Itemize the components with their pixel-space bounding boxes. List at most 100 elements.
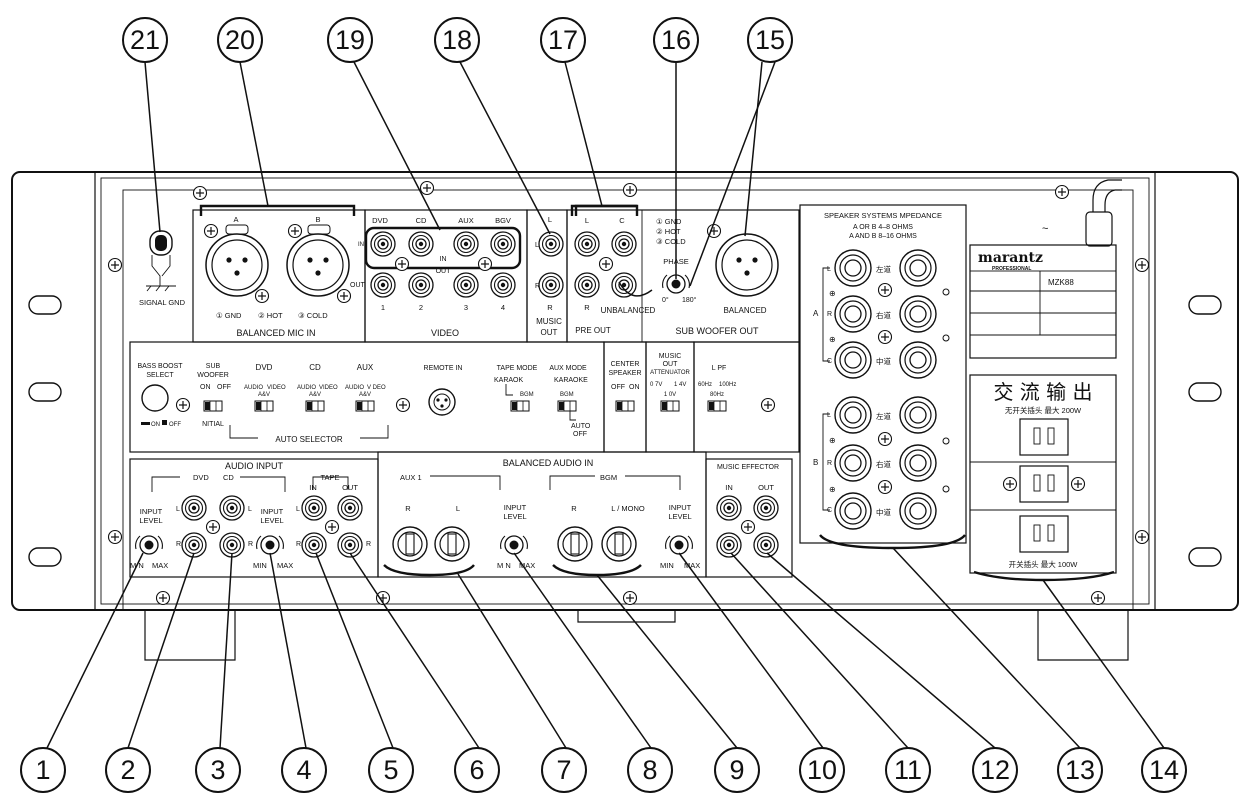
auto-cd-video-label: VIDEO <box>319 385 338 391</box>
music-out-title-2: OUT <box>541 328 558 337</box>
music-out-r-side: R <box>535 283 540 290</box>
callout-4-number: 4 <box>296 755 311 785</box>
input-level-1-label-a: INPUT <box>140 507 163 516</box>
phase-0-label: 0° <box>662 296 669 304</box>
callout-6-number: 6 <box>469 755 484 785</box>
remote-in-jack <box>428 388 456 416</box>
callout-12-number: 12 <box>980 755 1010 785</box>
music-atten-label-2: OUT <box>663 361 679 368</box>
ac-outlet-section: 交 流 输 出 无开关插头 最大 200W 开关插头 最大 100W <box>969 374 1117 574</box>
lpf-switch[interactable] <box>707 400 727 412</box>
brand-name: marantz <box>978 250 1043 266</box>
aux-mode-switch[interactable] <box>557 400 577 412</box>
speaker-b-r-label: R <box>827 460 832 467</box>
audio-input-cd-label: CD <box>223 473 234 482</box>
callout-8-number: 8 <box>642 755 657 785</box>
callout-10-number: 10 <box>807 755 837 785</box>
callout-14: 14 <box>1141 747 1187 793</box>
sub-pin-cold: ③ COLD <box>656 237 686 246</box>
music-out-l-label: L <box>548 215 552 224</box>
tape-in-label: IN <box>309 483 317 492</box>
input-level-2-label-a: INPUT <box>261 507 284 516</box>
lpf-80hz-label: 80Hz <box>710 392 724 398</box>
subwoofer-switch[interactable] <box>203 400 223 412</box>
speaker-a-c-label: C <box>827 358 832 365</box>
bass-boost-button[interactable] <box>141 384 169 412</box>
video-out-1-label: 1 <box>381 303 385 312</box>
pre-out-c-label: C <box>619 216 625 225</box>
input-level-1-label-b: LEVEL <box>139 516 162 525</box>
video-aux-label: AUX <box>458 216 473 225</box>
foot-left <box>144 610 236 661</box>
auto-dvd-label: DVD <box>256 363 273 372</box>
atten-10v-label: 1 0V <box>664 392 676 398</box>
brand-label: marantz PROFESSIONAL MZK88 <box>969 244 1117 359</box>
tape-mode-label: TAPE MODE <box>497 365 538 372</box>
bgm-input-level-a: INPUT <box>669 503 692 512</box>
video-out-2-label: 2 <box>419 303 423 312</box>
bass-boost-on-label: ON <box>151 422 160 428</box>
bgm-input-level-b: LEVEL <box>668 512 691 521</box>
callout-13: 13 <box>1057 747 1103 793</box>
video-cd-label: CD <box>416 216 427 225</box>
aux-mode-karaoke-label: KARAOKE <box>554 377 588 384</box>
video-out-side-label: OUT <box>350 282 366 289</box>
subwoofer-switch-label-2: WOOFER <box>197 372 229 379</box>
callout-4: 4 <box>281 747 327 793</box>
video-in-side-label: IN <box>358 242 364 248</box>
center-speaker-label-1: CENTER <box>611 361 640 368</box>
cd-input-min-label: MIN <box>253 561 267 570</box>
mic-pin-gnd: ① GND <box>216 311 242 320</box>
cd-r-side: R <box>248 541 253 548</box>
dvd-r-side: R <box>176 541 181 548</box>
callout-18-number: 18 <box>442 25 472 55</box>
bgm-max-label: MAX <box>684 561 700 570</box>
auto-dvd-av-label: A&V <box>258 392 270 398</box>
auto-selector-label: AUTO SELECTOR <box>275 435 343 444</box>
music-effector-section: MUSIC EFFECTOR IN OUT <box>705 458 793 578</box>
speaker-a-left-ch: 左道 <box>876 264 891 274</box>
callout-2: 2 <box>105 747 151 793</box>
tape-mode-switch[interactable] <box>510 400 530 412</box>
subwoofer-switch-label-1: SUB <box>206 363 221 370</box>
auto-aux-audio-label: AUDIO <box>345 385 364 391</box>
callout-3-number: 3 <box>210 755 225 785</box>
callout-17-number: 17 <box>548 25 578 55</box>
ac-unswitched-label: 无开关插头 最大 200W <box>1005 405 1082 415</box>
sub-woofer-title: SUB WOOFER OUT <box>676 326 760 336</box>
center-speaker-switch[interactable] <box>615 400 635 412</box>
bgm-label: BGM <box>600 473 617 482</box>
lpf-label: L PF <box>712 365 727 372</box>
cd-l-side: L <box>248 506 252 513</box>
sub-balanced-xlr-jack <box>715 233 779 297</box>
callout-16: 16 <box>653 17 699 63</box>
auto-cd-switch[interactable] <box>305 400 325 412</box>
callout-7: 7 <box>541 747 587 793</box>
callout-9-number: 9 <box>729 755 744 785</box>
callout-10: 10 <box>799 747 845 793</box>
auto-aux-switch[interactable] <box>355 400 375 412</box>
speaker-b-plus-2: ⊕ <box>829 485 836 494</box>
speaker-a-center-ch: 中道 <box>876 356 891 366</box>
effector-in-label: IN <box>725 483 733 492</box>
remote-in-label: REMOTE IN <box>424 365 463 372</box>
mic-section-title: BALANCED MIC IN <box>236 328 315 338</box>
speaker-b-plus-1: ⊕ <box>829 436 836 445</box>
video-dvd-label: DVD <box>372 216 388 225</box>
music-atten-switch[interactable] <box>660 400 680 412</box>
atten-07v-label: 0 7V <box>650 382 662 388</box>
leader-lines <box>46 61 1165 749</box>
aux1-min-label: M N <box>497 561 511 570</box>
audio-input-dvd-label: DVD <box>193 473 209 482</box>
subwoofer-off-label: OFF <box>217 384 231 391</box>
auto-dvd-audio-label: AUDIO <box>244 385 263 391</box>
auto-dvd-switch[interactable] <box>254 400 274 412</box>
speaker-group-b-label: B <box>813 458 818 467</box>
callout-11-number: 11 <box>894 755 922 785</box>
speaker-b-c-label: C <box>827 507 832 514</box>
tape-out-r-side: R <box>366 541 371 548</box>
callout-8: 8 <box>627 747 673 793</box>
cd-input-max-label: MAX <box>277 561 293 570</box>
aux1-l-label: L <box>456 504 460 513</box>
auto-aux-label: AUX <box>357 363 374 372</box>
